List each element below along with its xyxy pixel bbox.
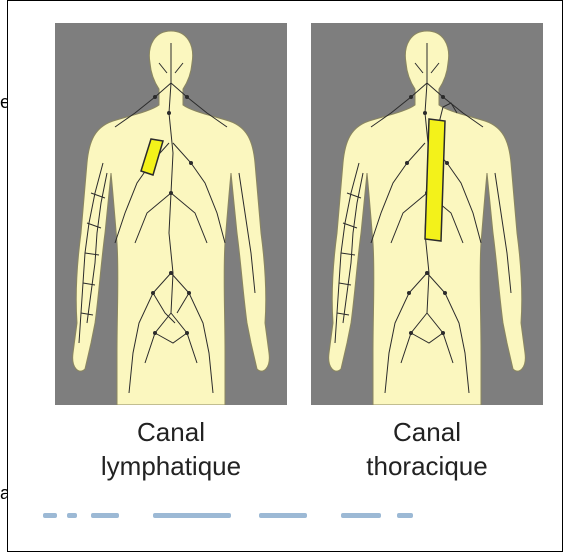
caption-line: thoracique	[311, 449, 543, 483]
lymphatic-system-figure: Canal lymphatique Canal thoracique	[41, 23, 563, 523]
caption-line: Canal	[311, 415, 543, 449]
caption-thoracic-duct: Canal thoracique	[311, 415, 543, 483]
body-silhouette-illustration	[311, 23, 543, 405]
panel-thoracic-duct	[311, 23, 543, 405]
caption-lymphatic-duct: Canal lymphatique	[55, 415, 287, 483]
caption-line: lymphatique	[55, 449, 287, 483]
caption-line: Canal	[55, 415, 287, 449]
body-silhouette-illustration	[55, 23, 287, 405]
thoracic-duct-highlight	[425, 119, 445, 241]
image-frame: Canal lymphatique Canal thoracique	[7, 0, 563, 552]
cropped-text-strip	[41, 511, 563, 521]
panel-lymphatic-duct	[55, 23, 287, 405]
